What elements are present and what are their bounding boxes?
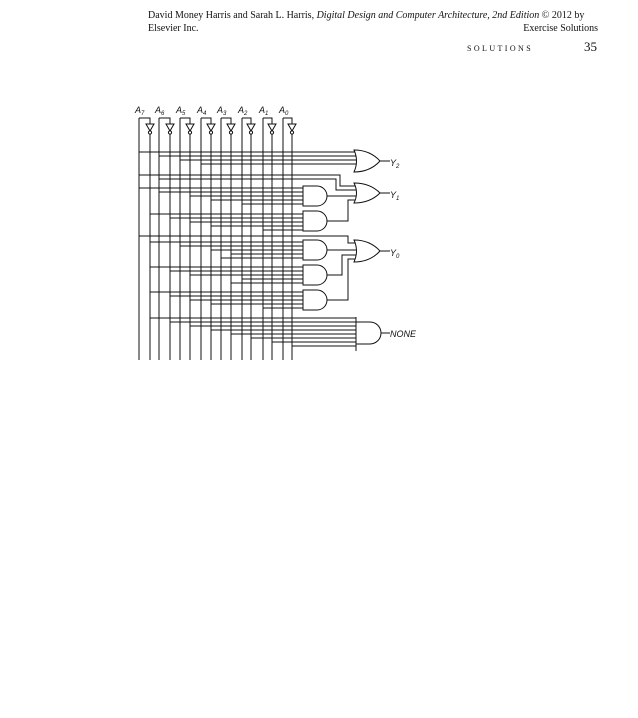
- page-number: 35: [584, 39, 597, 54]
- inverter-bubble: [228, 130, 234, 135]
- y0-input-wire: [139, 235, 357, 244]
- inverter-feed: [242, 117, 252, 124]
- header-subtitle: Exercise Solutions: [523, 23, 598, 34]
- inverter-bubble: [167, 130, 173, 135]
- output-label: Y2: [390, 158, 400, 170]
- output-label: NONE: [390, 329, 417, 339]
- inverter-bubble: [289, 130, 295, 135]
- inverter-feed: [221, 117, 232, 124]
- wire-layer: [138, 117, 390, 360]
- inverter-feed: [180, 117, 191, 124]
- inverter-gate: [165, 123, 175, 133]
- inverter-feed: [283, 117, 293, 124]
- inverter-bubble: [269, 130, 275, 135]
- output-label: Y0: [390, 248, 400, 260]
- input-label: A3: [216, 105, 227, 117]
- input-label: A4: [196, 105, 207, 117]
- or-gate-y0: [353, 239, 381, 263]
- and-gate: [302, 264, 328, 286]
- inverter-gate: [206, 123, 216, 133]
- and-gate: [302, 289, 328, 311]
- inverter-bubble: [147, 130, 153, 135]
- or-gate-y1: [353, 182, 381, 204]
- inverter-gate: [267, 123, 277, 133]
- input-label: A6: [154, 105, 165, 117]
- and-gate: [302, 185, 328, 207]
- header-book-title: Digital Design and Computer Architecture…: [316, 10, 540, 21]
- header-authors: David Money Harris and Sarah L. Harris,: [148, 10, 315, 21]
- output-label: Y1: [390, 190, 399, 202]
- y0-input-wire: [327, 258, 357, 301]
- input-label: A5: [175, 105, 186, 117]
- inverter-gate: [246, 123, 256, 133]
- y1-input-wire: [159, 178, 357, 191]
- gate-layer: [145, 123, 382, 345]
- y0-input-wire: [327, 254, 357, 276]
- and-gate: [302, 210, 328, 232]
- header-copyright: © 2012 by Elsevier Inc.: [148, 10, 585, 34]
- inverter-gate: [145, 123, 155, 133]
- inverter-gate: [226, 123, 236, 133]
- inverter-bubble: [248, 130, 254, 135]
- inverter-feed: [159, 117, 171, 124]
- inverter-feed: [201, 117, 212, 124]
- inverter-bubble: [187, 130, 193, 135]
- inverter-feed: [139, 117, 151, 124]
- input-label: A0: [278, 105, 289, 117]
- inverter-gate: [287, 123, 297, 133]
- input-label: A2: [237, 105, 248, 117]
- inverter-gate: [185, 123, 195, 133]
- and-gate-none: [355, 321, 382, 345]
- section-label: SOLUTIONS: [467, 44, 534, 53]
- input-label: A7: [134, 105, 145, 117]
- y1-input-wire: [139, 174, 357, 187]
- y1-input-wire: [327, 199, 357, 222]
- and-gate: [302, 239, 328, 261]
- input-label: A1: [258, 105, 268, 117]
- inverter-bubble: [208, 130, 214, 135]
- running-header: David Money Harris and Sarah L. Harris, …: [148, 9, 612, 35]
- or-gate-y2: [353, 149, 381, 173]
- inverter-feed: [263, 117, 273, 124]
